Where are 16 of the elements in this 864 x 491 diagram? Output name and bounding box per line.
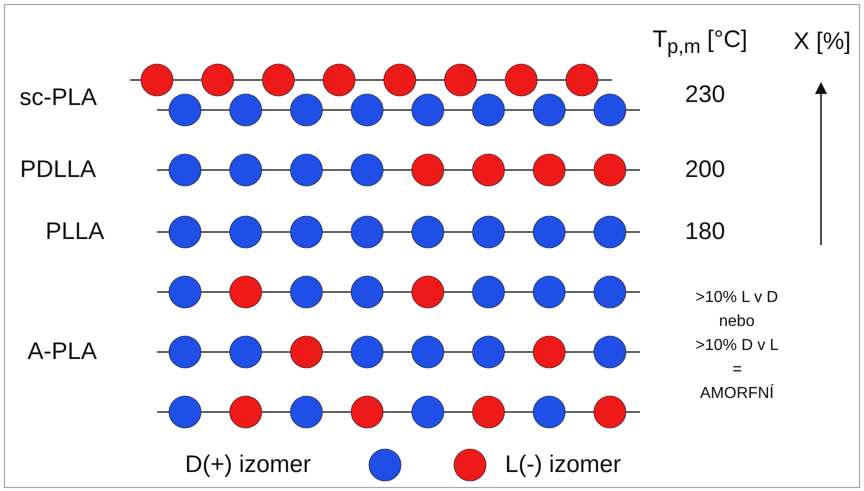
axis-label: X [%]	[794, 28, 851, 56]
temperature-value: 230	[685, 81, 726, 109]
temperature-value: 180	[685, 218, 726, 246]
row-label: A-PLA	[28, 338, 97, 366]
axis-label: T$_{p,m}$ [°C]	[652, 26, 748, 58]
note-text: >10% L v D	[696, 289, 778, 307]
note-text: =	[732, 361, 742, 379]
row-label: PLLA	[46, 218, 104, 246]
row-label: sc-PLA	[20, 84, 97, 112]
temperature-value: 200	[685, 156, 726, 184]
note-text: nebo	[719, 313, 755, 331]
row-label: PDLLA	[20, 156, 96, 184]
note-text: >10% D v L	[696, 337, 779, 355]
note-text: AMORFNÍ	[700, 385, 774, 403]
legend-label: D(+) izomer	[185, 451, 312, 479]
legend-label: L(-) izomer	[505, 451, 622, 479]
